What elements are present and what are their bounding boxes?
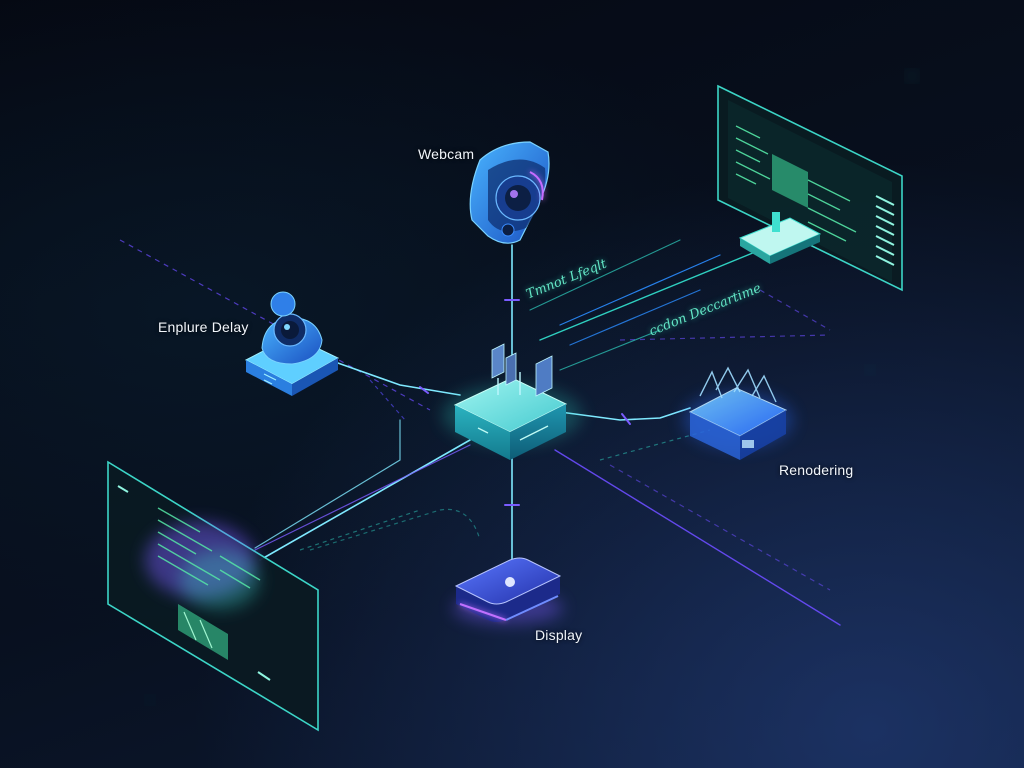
connector-lines: [254, 239, 841, 626]
background-dashed-lines: [119, 239, 831, 591]
display-device-icon: [453, 557, 563, 624]
capture-label: Enplure Delay: [158, 319, 249, 335]
display-label: Display: [535, 627, 583, 643]
link-hub-capture: [334, 361, 461, 396]
monitor-top-icon: [717, 84, 903, 292]
rendering-label: Renodering: [779, 462, 854, 478]
panel-left-icon: [107, 460, 319, 732]
ambient-particles: [147, 72, 916, 703]
security-camera-icon: [244, 291, 340, 396]
webcam-label: Webcam: [418, 146, 475, 162]
webcam-icon: [469, 141, 550, 244]
link-hub-right-edge: [554, 449, 841, 626]
link-hub-rendering: [559, 407, 691, 421]
link-hub-monitor: [539, 249, 761, 341]
link-hub-panel-left: [259, 439, 471, 561]
render-unit-icon: [683, 366, 793, 460]
network-hub-icon: [442, 343, 582, 460]
